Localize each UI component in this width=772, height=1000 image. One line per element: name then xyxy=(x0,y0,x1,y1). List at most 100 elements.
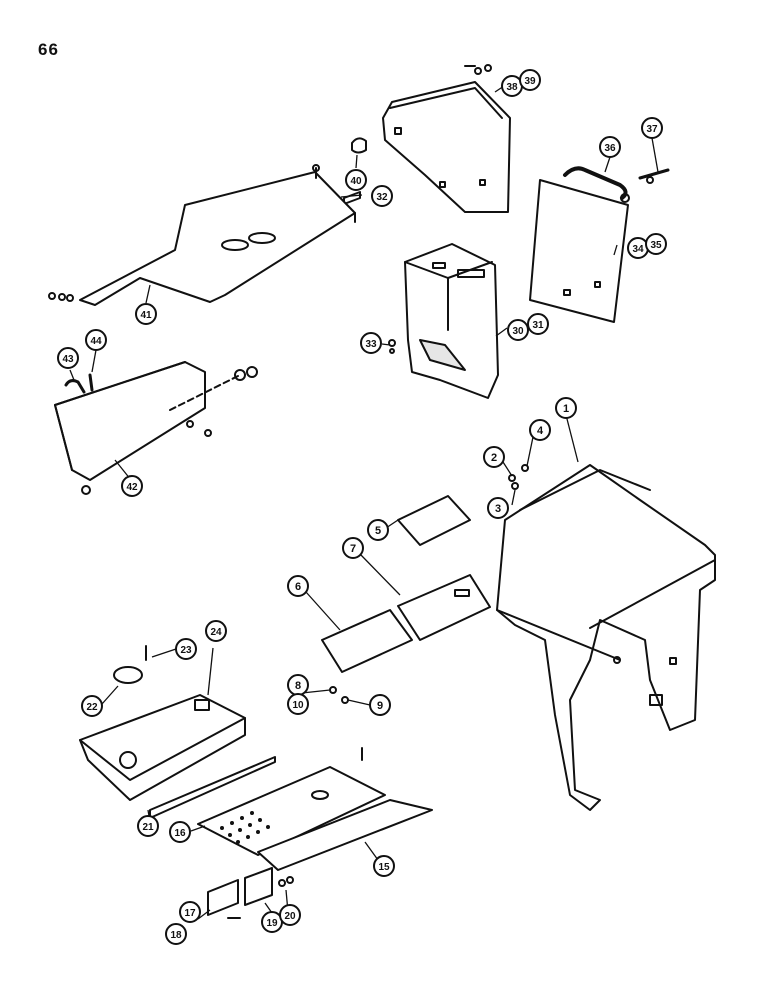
callout-label: 4 xyxy=(537,425,544,437)
callout-circle xyxy=(345,169,367,191)
callout-circle xyxy=(360,332,382,354)
callout-circle xyxy=(529,419,551,441)
side-panels xyxy=(321,574,491,673)
callout-22: 22 xyxy=(81,695,103,717)
callout-41: 41 xyxy=(135,303,157,325)
cap-part xyxy=(113,645,147,684)
callout-label: 5 xyxy=(375,525,381,537)
callout-circle xyxy=(287,693,309,715)
callout-8: 8 xyxy=(287,674,309,696)
top-cowl xyxy=(48,164,356,306)
callout-label: 40 xyxy=(350,176,362,187)
callout-circle xyxy=(555,397,577,419)
callout-39: 39 xyxy=(519,69,541,91)
callout-23: 23 xyxy=(175,638,197,660)
callout-circle xyxy=(175,638,197,660)
callout-label: 38 xyxy=(506,82,518,93)
callout-label: 2 xyxy=(491,452,497,464)
callout-label: 18 xyxy=(170,930,182,941)
callout-circle xyxy=(57,347,79,369)
callout-circle xyxy=(645,233,667,255)
step-plate xyxy=(257,799,433,871)
bottom-brackets xyxy=(207,867,294,919)
callout-17: 17 xyxy=(179,901,201,923)
callout-label: 43 xyxy=(62,354,74,365)
callout-40: 40 xyxy=(345,169,367,191)
callout-circle xyxy=(367,519,389,541)
callout-1: 1 xyxy=(555,397,577,419)
callout-16: 16 xyxy=(169,821,191,843)
callout-label: 7 xyxy=(350,543,356,555)
callout-label: 37 xyxy=(646,124,658,135)
callout-circle xyxy=(287,575,309,597)
callout-label: 35 xyxy=(650,240,662,251)
small-hardware xyxy=(329,686,349,704)
hook-part xyxy=(64,373,94,394)
callout-10: 10 xyxy=(287,693,309,715)
page-number: 66 xyxy=(38,40,59,59)
callout-33: 33 xyxy=(360,332,382,354)
callout-label: 1 xyxy=(563,403,569,415)
callout-20: 20 xyxy=(279,904,301,926)
callout-31: 31 xyxy=(527,313,549,335)
callout-9: 9 xyxy=(369,694,391,716)
callout-circle xyxy=(169,821,191,843)
small-bracket xyxy=(343,191,361,205)
callout-36: 36 xyxy=(599,136,621,158)
callout-15: 15 xyxy=(373,855,395,877)
callout-34: 34 xyxy=(627,237,649,259)
callout-label: 17 xyxy=(184,908,196,919)
callout-32: 32 xyxy=(371,185,393,207)
callout-44: 44 xyxy=(85,329,107,351)
callout-label: 16 xyxy=(174,828,186,839)
dash-frame xyxy=(496,464,716,811)
upper-rear-panel xyxy=(382,64,511,213)
console-box xyxy=(54,361,258,495)
callout-circle xyxy=(483,446,505,468)
callout-circle xyxy=(487,497,509,519)
fuel-housing xyxy=(404,243,499,399)
callout-35: 35 xyxy=(645,233,667,255)
callout-3: 3 xyxy=(487,497,509,519)
callout-label: 24 xyxy=(210,627,222,638)
callout-label: 30 xyxy=(512,326,524,337)
callout-24: 24 xyxy=(205,620,227,642)
callout-label: 34 xyxy=(632,244,644,255)
callout-label: 41 xyxy=(140,310,152,321)
fasteners-group xyxy=(508,464,529,490)
perforated-panel xyxy=(197,747,386,856)
callout-label: 33 xyxy=(365,339,377,350)
callout-21: 21 xyxy=(137,815,159,837)
callout-18: 18 xyxy=(165,923,187,945)
callout-circle xyxy=(165,923,187,945)
callout-label: 39 xyxy=(524,76,536,87)
screw-part xyxy=(388,339,396,354)
callout-circle xyxy=(121,475,143,497)
handle-part xyxy=(563,166,630,203)
callout-label: 23 xyxy=(180,645,192,656)
callout-label: 10 xyxy=(292,700,304,711)
callout-circle xyxy=(369,694,391,716)
callout-circle xyxy=(599,136,621,158)
callout-layer: 1234567891015161718192021222324303132333… xyxy=(57,69,667,945)
callout-2: 2 xyxy=(483,446,505,468)
callout-label: 9 xyxy=(377,700,383,712)
callout-circle xyxy=(279,904,301,926)
callout-circle xyxy=(179,901,201,923)
callout-circle xyxy=(81,695,103,717)
callout-label: 42 xyxy=(126,482,138,493)
cover-plate-5 xyxy=(397,495,471,546)
callout-circle xyxy=(519,69,541,91)
callout-circle xyxy=(135,303,157,325)
callout-circle xyxy=(641,117,663,139)
callout-7: 7 xyxy=(342,537,364,559)
callout-label: 15 xyxy=(378,862,390,873)
callout-circle xyxy=(507,319,529,341)
callout-circle xyxy=(527,313,549,335)
callout-label: 31 xyxy=(532,320,544,331)
callout-label: 36 xyxy=(604,143,616,154)
rear-plate xyxy=(529,179,629,323)
callout-label: 22 xyxy=(86,702,98,713)
